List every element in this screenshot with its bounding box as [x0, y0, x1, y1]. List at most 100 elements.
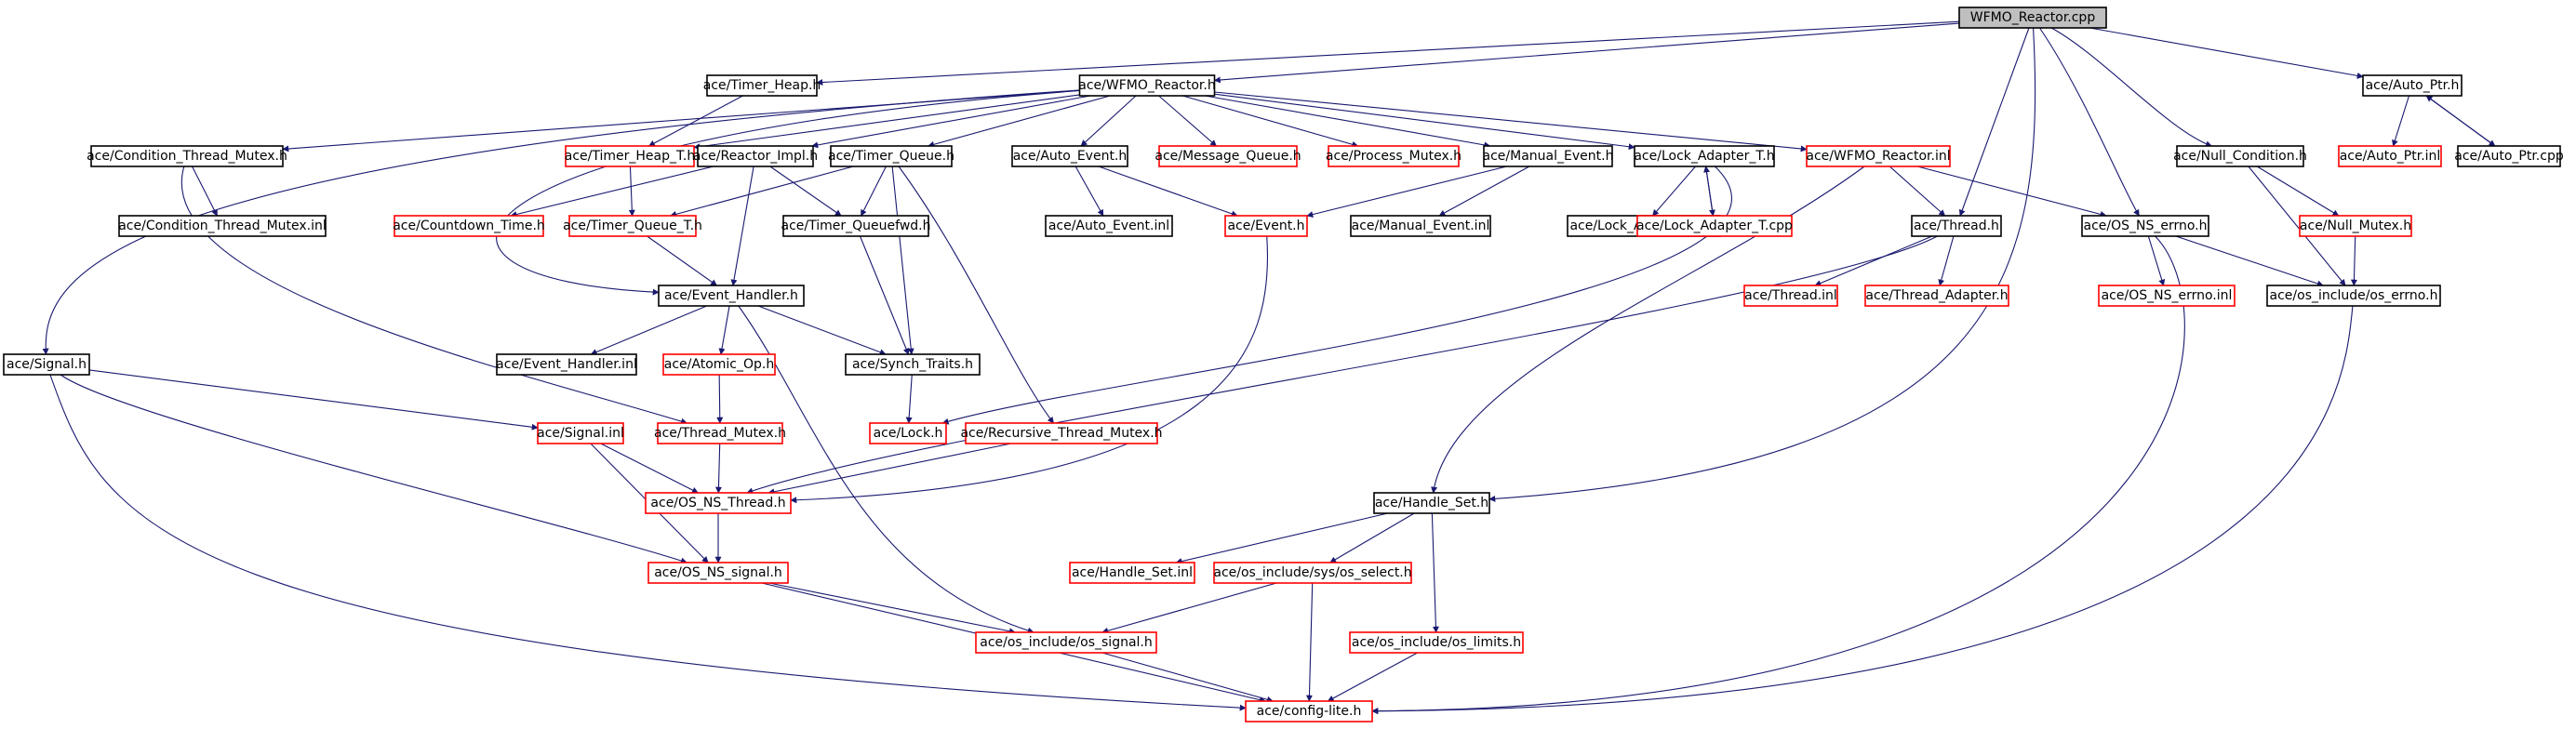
node-box	[1864, 285, 2009, 307]
node-event-handler-h[interactable]: ace/Event_Handler.h	[658, 285, 805, 307]
node-label: ace/Thread.inl	[1744, 288, 1837, 303]
node-cond-thread-mutex-inl[interactable]: ace/Condition_Thread_Mutex.inl	[118, 215, 327, 237]
edge-recursive-thread-mutex-h-to-os-ns-thread-h	[767, 443, 1011, 496]
node-box	[394, 215, 544, 237]
node-synch-traits-h[interactable]: ace/Synch_Traits.h	[845, 353, 981, 376]
edge-os-select-h-to-os-signal-h	[1101, 582, 1277, 634]
node-timer-heap-h[interactable]: ace/Timer_Heap.h	[703, 74, 821, 97]
node-label: WFMO_Reactor.cpp	[1970, 10, 2096, 25]
edge-timer-heap-h-to-timer-heap-t-h	[647, 95, 743, 147]
node-auto-event-h[interactable]: ace/Auto_Event.h	[1011, 145, 1128, 167]
node-thread-inl[interactable]: ace/Thread.inl	[1743, 285, 1838, 307]
node-os-ns-signal-h[interactable]: ace/OS_NS_signal.h	[647, 562, 789, 584]
node-atomic-op-h[interactable]: ace/Atomic_Op.h	[662, 353, 776, 376]
node-auto-ptr-h[interactable]: ace/Auto_Ptr.h	[2362, 74, 2463, 97]
edge-reactor-impl-h-to-timer-queuefwd-h	[769, 166, 842, 217]
node-label: ace/WFMO_Reactor.inl	[1806, 149, 1950, 164]
node-label: ace/Atomic_Op.h	[664, 357, 774, 372]
edge-timer-queue-t-h-to-event-handler-h	[647, 235, 718, 286]
node-os-ns-errno-h[interactable]: ace/OS_NS_errno.h	[2081, 215, 2209, 237]
node-event-h[interactable]: ace/Event.h	[1224, 215, 1308, 237]
node-reactor-impl-h[interactable]: ace/Reactor_Impl.h	[693, 145, 818, 167]
node-os-ns-errno-inl[interactable]: ace/OS_NS_errno.inl	[2098, 285, 2236, 307]
edge-reactor-impl-h-to-event-handler-h	[730, 166, 754, 286]
edge-lock-adapter-t-cpp-to-lock-adapter-t-h	[1703, 166, 1714, 217]
node-box	[1213, 562, 1412, 584]
edge-reactor-impl-h-to-countdown-time-h	[510, 166, 714, 218]
node-null-condition-h[interactable]: ace/Null_Condition.h	[2173, 145, 2307, 167]
node-auto-event-inl[interactable]: ace/Auto_Event.inl	[1045, 215, 1173, 237]
node-box	[975, 631, 1157, 654]
node-handle-set-h[interactable]: ace/Handle_Set.h	[1373, 492, 1490, 514]
node-label: ace/Event.h	[1227, 219, 1304, 233]
node-thread-mutex-h[interactable]: ace/Thread_Mutex.h	[654, 422, 786, 444]
edge-wfmo-reactor-h-to-timer-queue-h	[928, 95, 1111, 148]
node-countdown-time-h[interactable]: ace/Countdown_Time.h	[393, 215, 545, 237]
node-recursive-thread-mutex-h[interactable]: ace/Recursive_Thread_Mutex.h	[960, 422, 1163, 444]
node-box	[1634, 145, 1775, 167]
node-label: ace/Null_Mutex.h	[2300, 219, 2411, 233]
node-signal-h[interactable]: ace/Signal.h	[3, 353, 90, 376]
node-manual-event-inl[interactable]: ace/Manual_Event.inl	[1350, 215, 1491, 237]
node-label: ace/Process_Mutex.h	[1326, 149, 1462, 164]
node-wfmo-reactor-h[interactable]: ace/WFMO_Reactor.h	[1078, 74, 1216, 97]
node-os-limits-h[interactable]: ace/os_include/os_limits.h	[1349, 631, 1524, 654]
node-timer-heap-t-h[interactable]: ace/Timer_Heap_T.h	[565, 145, 695, 167]
edge-signal-inl-to-os-ns-thread-h	[600, 443, 699, 494]
node-box	[1245, 700, 1373, 722]
node-box	[1158, 145, 1298, 167]
edge-thread-h-to-thread-inl	[1814, 235, 1933, 286]
node-timer-queue-h[interactable]: ace/Timer_Queue.h	[828, 145, 954, 167]
node-os-select-h[interactable]: ace/os_include/sys/os_select.h	[1213, 562, 1412, 584]
node-box	[1069, 562, 1195, 584]
node-os-ns-thread-h[interactable]: ace/OS_NS_Thread.h	[645, 492, 792, 514]
node-wfmo-reactor-inl[interactable]: ace/WFMO_Reactor.inl	[1806, 145, 1951, 167]
node-label: ace/Handle_Set.h	[1375, 496, 1488, 510]
node-process-mutex-h[interactable]: ace/Process_Mutex.h	[1326, 145, 1462, 167]
node-manual-event-h[interactable]: ace/Manual_Event.h	[1483, 145, 1614, 167]
node-timer-queuefwd-h[interactable]: ace/Timer_Queuefwd.h	[781, 215, 931, 237]
node-box	[1373, 492, 1490, 514]
node-label: ace/Thread.h	[1914, 219, 1999, 233]
node-os-include-os-errno-h[interactable]: ace/os_include/os_errno.h	[2266, 285, 2441, 307]
node-label: ace/Handle_Set.inl	[1072, 565, 1193, 580]
node-lock-h[interactable]: ace/Lock.h	[869, 422, 947, 444]
node-os-signal-h[interactable]: ace/os_include/os_signal.h	[975, 631, 1157, 654]
node-thread-h[interactable]: ace/Thread.h	[1911, 215, 2002, 237]
node-thread-adapter-h[interactable]: ace/Thread_Adapter.h	[1864, 285, 2009, 307]
edge-handle-set-h-to-os-select-h	[1329, 512, 1415, 563]
edge-root-to-wfmo-reactor-h	[1213, 22, 1960, 84]
node-box	[645, 492, 792, 514]
node-box	[706, 74, 818, 97]
edge-auto-ptr-cpp-to-auto-ptr-h	[2425, 95, 2496, 147]
node-box	[869, 422, 947, 444]
edge-root-to-os-ns-errno-h	[2039, 27, 2140, 217]
node-box	[657, 422, 783, 444]
edge-wfmo-reactor-h-to-timer-heap-t-h	[693, 94, 1080, 151]
edge-root-to-handle-set-h	[1488, 27, 2036, 502]
node-cond-thread-mutex-h[interactable]: ace/Condition_Thread_Mutex.h	[87, 145, 287, 167]
node-handle-set-inl[interactable]: ace/Handle_Set.inl	[1069, 562, 1195, 584]
edge-wfmo-reactor-h-to-lock-adapter-t-h	[1214, 93, 1635, 151]
node-null-mutex-h[interactable]: ace/Null_Mutex.h	[2299, 215, 2412, 237]
node-box	[2081, 215, 2209, 237]
node-config-lite-h[interactable]: ace/config-lite.h	[1245, 700, 1373, 722]
node-timer-queue-t-h[interactable]: ace/Timer_Queue_T.h	[563, 215, 702, 237]
node-box	[1743, 285, 1838, 307]
node-box	[2266, 285, 2441, 307]
node-signal-inl[interactable]: ace/Signal.inl	[537, 422, 624, 444]
node-auto-ptr-inl[interactable]: ace/Auto_Ptr.inl	[2338, 145, 2442, 167]
node-event-handler-inl[interactable]: ace/Event_Handler.inl	[496, 353, 637, 376]
edge-auto-ptr-h-to-auto-ptr-inl	[2392, 95, 2410, 147]
node-label: ace/Synch_Traits.h	[852, 357, 973, 372]
node-message-queue-h[interactable]: ace/Message_Queue.h	[1155, 145, 1301, 167]
node-auto-ptr-cpp[interactable]: ace/Auto_Ptr.cpp	[2454, 145, 2564, 167]
edge-wfmo-reactor-h-to-manual-event-h	[1205, 95, 1491, 149]
edge-lock-adapter-t-h-to-lock-h	[941, 166, 1732, 425]
node-lock-adapter-t-h[interactable]: ace/Lock_Adapter_T.h	[1634, 145, 1775, 167]
edge-thread-h-to-os-ns-thread-h	[746, 235, 1938, 495]
node-box	[1078, 74, 1216, 97]
node-lock-adapter-t-cpp[interactable]: ace/Lock_Adapter_T.cpp	[1636, 215, 1793, 237]
node-box	[1911, 215, 2002, 237]
